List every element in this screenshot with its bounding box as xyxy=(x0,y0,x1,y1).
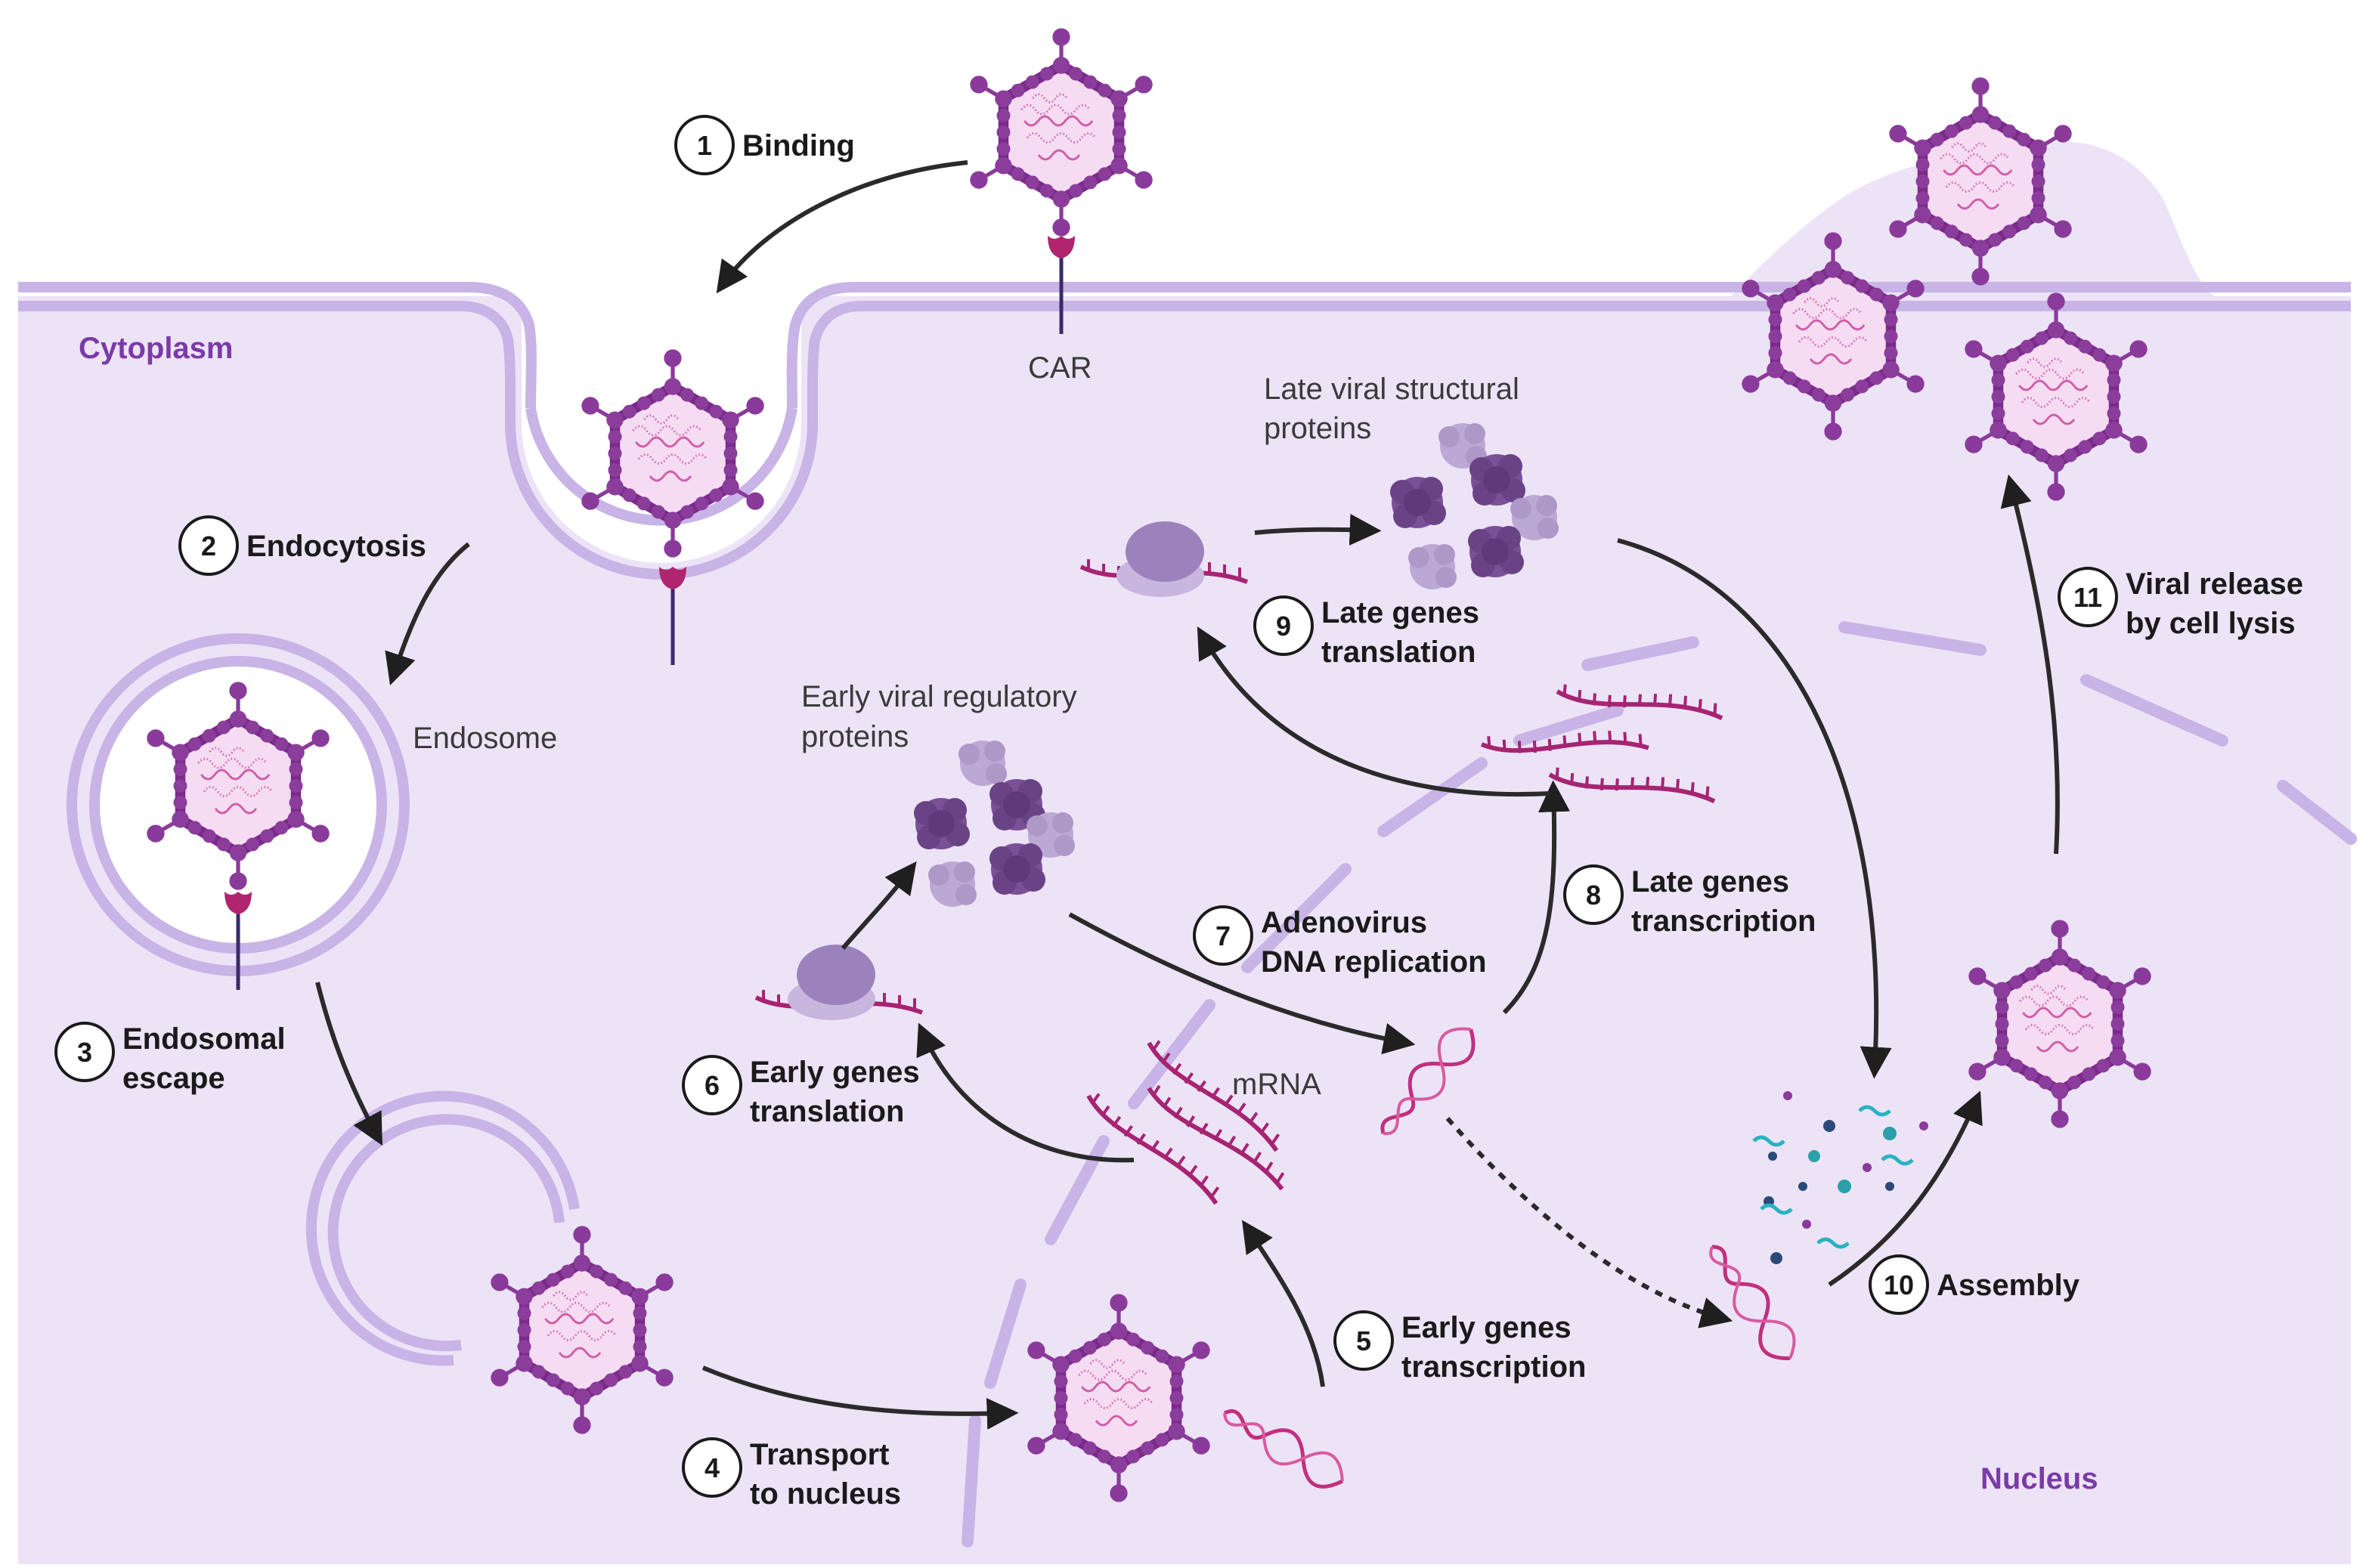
step-10-number: 10 xyxy=(1884,1270,1914,1300)
step-5-badge xyxy=(1333,1310,1394,1371)
step-11-badge xyxy=(2058,567,2118,627)
step-3-badge xyxy=(54,1022,115,1082)
step-4-number: 4 xyxy=(705,1452,720,1483)
step-5: 5 Early genes transcription xyxy=(1333,1310,1586,1384)
step-1-title: Binding xyxy=(742,129,855,162)
step-6-number: 6 xyxy=(705,1070,720,1101)
step-10-badge xyxy=(1869,1254,1929,1315)
step-8-subtitle: transcription xyxy=(1631,905,1816,938)
broken-endosome xyxy=(305,1090,580,1366)
nuclear-envelope xyxy=(962,621,2357,1548)
early-proteins-label-2: proteins xyxy=(801,720,909,753)
step-4-badge xyxy=(682,1437,742,1498)
arrow-early-translation xyxy=(916,1022,1135,1163)
step-8: 8 Late genes transcription xyxy=(1563,864,1816,938)
step-8-number: 8 xyxy=(1586,880,1601,911)
step-11-number: 11 xyxy=(2073,582,2102,613)
step-5-subtitle: transcription xyxy=(1401,1350,1586,1384)
step-6-subtitle: translation xyxy=(750,1095,904,1128)
nucleus-label: Nucleus xyxy=(1980,1462,2098,1495)
step-1-badge xyxy=(674,115,735,175)
step-4-subtitle: to nucleus xyxy=(750,1477,901,1511)
step-1: 1 Binding xyxy=(674,115,855,175)
step-9: 9 Late genes translation xyxy=(1253,595,1479,669)
car-label: CAR xyxy=(1028,351,1092,385)
step-9-badge xyxy=(1253,595,1314,656)
step-3-title: Endosomal xyxy=(122,1022,286,1056)
step-2: 2 Endocytosis xyxy=(178,515,426,576)
step-7-badge xyxy=(1193,905,1253,966)
mrna-label: mRNA xyxy=(1232,1068,1321,1101)
arrow-late-transcription xyxy=(1502,780,1570,1015)
step-3-number: 3 xyxy=(77,1037,92,1068)
arrow-to-assembly xyxy=(1617,538,1892,1079)
arrow-dna-replication xyxy=(1068,912,1416,1055)
step-9-title: Late genes xyxy=(1321,596,1479,629)
step-6-title: Early genes xyxy=(750,1056,920,1089)
step-11-title: Viral release xyxy=(2126,568,2303,601)
step-8-badge xyxy=(1563,864,1624,925)
arrow-late-translation xyxy=(1197,626,1550,797)
step-11: 11 Viral release by cell lysis xyxy=(2058,567,2303,640)
arrow-to-late-proteins xyxy=(1254,513,1382,546)
late-proteins-label-1: Late viral structural xyxy=(1264,373,1519,406)
step-2-badge xyxy=(178,515,239,576)
step-5-title: Early genes xyxy=(1401,1311,1572,1344)
arrow-binding xyxy=(716,160,968,294)
process-arrows xyxy=(315,160,2060,1430)
step-9-subtitle: translation xyxy=(1321,636,1476,669)
step-2-title: Endocytosis xyxy=(246,530,426,563)
late-proteins-label-2: proteins xyxy=(1264,412,1371,445)
arrow-early-transcription xyxy=(1242,1220,1325,1387)
step-3-subtitle: escape xyxy=(122,1062,225,1095)
step-10: 10 Assembly xyxy=(1869,1254,2080,1315)
step-6-badge xyxy=(682,1055,742,1115)
plasma-membrane xyxy=(18,282,2351,580)
arrow-assembly xyxy=(1828,1090,1983,1287)
arrow-endocytosis xyxy=(385,542,470,685)
step-3: 3 Endosomal escape xyxy=(54,1022,286,1095)
step-4: 4 Transport to nucleus xyxy=(682,1437,901,1511)
assembly-components xyxy=(1752,1091,1928,1264)
step-7-number: 7 xyxy=(1215,920,1231,951)
arrow-transport-to-nucleus xyxy=(701,1365,1019,1430)
arrow-viral-release xyxy=(2000,474,2060,855)
arrow-endosomal-escape xyxy=(315,982,382,1146)
cell-body xyxy=(18,141,2351,1565)
endosome-label: Endosome xyxy=(413,722,557,755)
step-2-number: 2 xyxy=(201,530,216,561)
step-8-title: Late genes xyxy=(1631,865,1789,898)
step-7-subtitle: DNA replication xyxy=(1261,945,1487,979)
step-6: 6 Early genes translation xyxy=(682,1055,920,1128)
arrow-dna-to-assembly xyxy=(1445,1117,1733,1328)
step-11-subtitle: by cell lysis xyxy=(2126,607,2296,640)
step-10-title: Assembly xyxy=(1937,1269,2080,1302)
step-5-number: 5 xyxy=(1356,1325,1371,1356)
step-1-number: 1 xyxy=(697,130,712,161)
cytoplasm-label: Cytoplasm xyxy=(79,332,234,365)
early-proteins-label-1: Early viral regulatory xyxy=(801,680,1077,713)
step-4-title: Transport xyxy=(750,1438,889,1471)
arrow-to-early-proteins xyxy=(841,861,917,950)
step-7-title: Adenovirus xyxy=(1261,906,1427,939)
step-9-number: 9 xyxy=(1276,611,1291,642)
